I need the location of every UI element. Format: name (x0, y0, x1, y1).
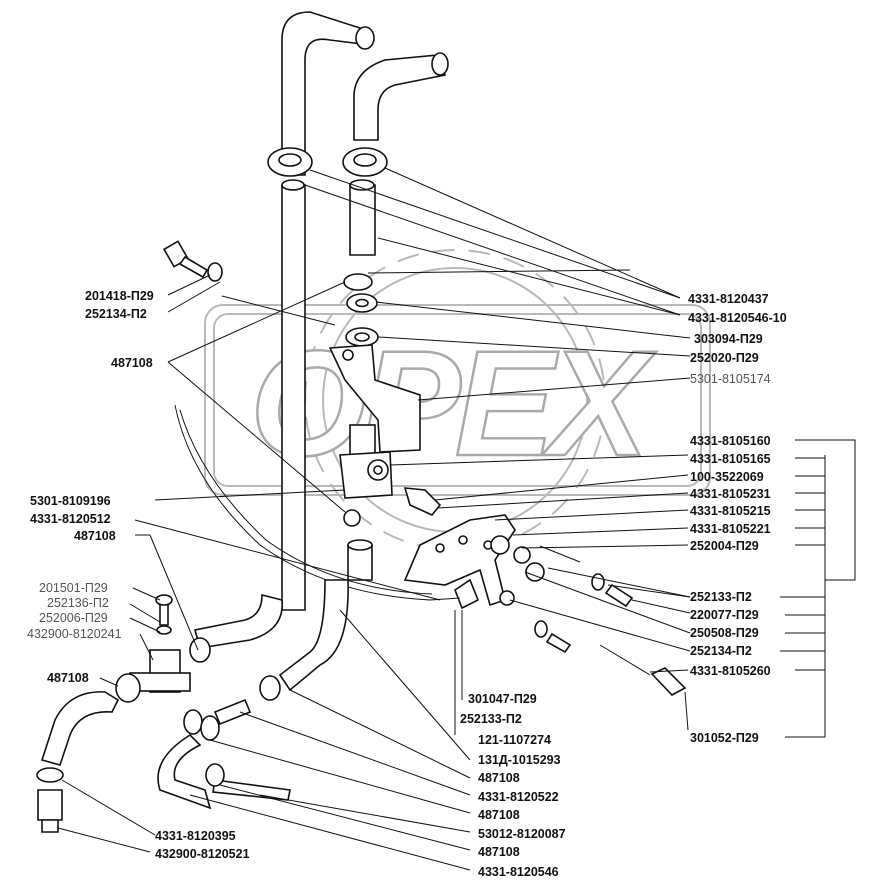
bracket-5301-8105174 (328, 344, 421, 453)
label-487108-d: 487108 (478, 771, 520, 785)
label-252020: 252020-П29 (690, 351, 759, 365)
label-250508: 250508-П29 (690, 626, 759, 640)
label-432900-8120241: 432900-8120241 (27, 627, 122, 641)
top-hose-right (353, 52, 449, 141)
label-301052: 301052-П29 (690, 731, 759, 745)
label-4331-8105165: 4331-8105165 (690, 452, 771, 466)
label-301047: 301047-П29 (468, 692, 537, 706)
label-131D-1015293: 131Д-1015293 (478, 753, 561, 767)
lower-left-hose (36, 593, 283, 833)
label-201418: 201418-П29 (85, 289, 154, 303)
watermark-text: OPEX (250, 319, 657, 487)
label-4331-8105160: 4331-8105160 (690, 434, 771, 448)
bolt-301047 (545, 632, 572, 654)
leader-lines (57, 167, 856, 871)
label-487108-f: 487108 (478, 845, 520, 859)
cable-5301-8109196 (174, 404, 461, 601)
label-4331-8120395: 4331-8120395 (155, 829, 236, 843)
label-487108-b: 487108 (74, 529, 116, 543)
label-4331-8120522: 4331-8120522 (478, 790, 559, 804)
part-labels: 4331-8120437 4331-8120546-10 303094-П29 … (27, 289, 787, 879)
valve-body (339, 424, 442, 527)
label-121-1107274: 121-1107274 (478, 733, 551, 747)
bolt-201418 (162, 240, 223, 282)
top-hose-left (281, 11, 375, 176)
label-252134-b: 252134-П2 (690, 644, 752, 658)
label-100-3522069: 100-3522069 (690, 470, 764, 484)
bolt-301052 (650, 667, 687, 696)
label-252136: 252136-П2 (47, 596, 109, 610)
clamp-ring-upper (343, 273, 373, 291)
label-252133-b: 252133-П2 (460, 712, 522, 726)
label-4331-8105231: 4331-8105231 (690, 487, 771, 501)
label-4331-8105221: 4331-8105221 (690, 522, 771, 536)
label-5301-8105174: 5301-8105174 (690, 372, 771, 386)
label-487108-a: 487108 (111, 356, 153, 370)
label-487108-c: 487108 (47, 671, 89, 685)
grommet-left (267, 147, 313, 177)
washer-252133 (591, 573, 605, 591)
label-4331-8105260: 4331-8105260 (690, 664, 771, 678)
label-220077: 220077-П29 (690, 608, 759, 622)
washer-252133-lower (534, 620, 548, 638)
label-252133-a: 252133-П2 (690, 590, 752, 604)
lower-center-hoses (157, 579, 349, 810)
label-252006: 252006-П29 (39, 611, 108, 625)
label-432900-8120521: 432900-8120521 (155, 847, 250, 861)
label-4331-8120546-10: 4331-8120546-10 (688, 311, 787, 325)
watermark: OPEX (204, 249, 711, 551)
label-201501: 201501-П29 (39, 581, 108, 595)
hose-left-vertical (281, 184, 306, 611)
hose-right-short (349, 184, 376, 256)
label-487108-e: 487108 (478, 808, 520, 822)
label-252004: 252004-П29 (690, 539, 759, 553)
label-303094: 303094-П29 (694, 332, 763, 346)
tee-fitting (115, 594, 191, 703)
label-252134-top: 252134-П2 (85, 307, 147, 321)
label-4331-8120512: 4331-8120512 (30, 512, 111, 526)
label-4331-8120437: 4331-8120437 (688, 292, 769, 306)
label-4331-8120546: 4331-8120546 (478, 865, 559, 879)
grommet-right (342, 147, 388, 177)
label-4331-8105215: 4331-8105215 (690, 504, 771, 518)
label-53012-8120087: 53012-8120087 (478, 827, 566, 841)
bolt-220077 (604, 583, 634, 608)
label-5301-8109196: 5301-8109196 (30, 494, 111, 508)
